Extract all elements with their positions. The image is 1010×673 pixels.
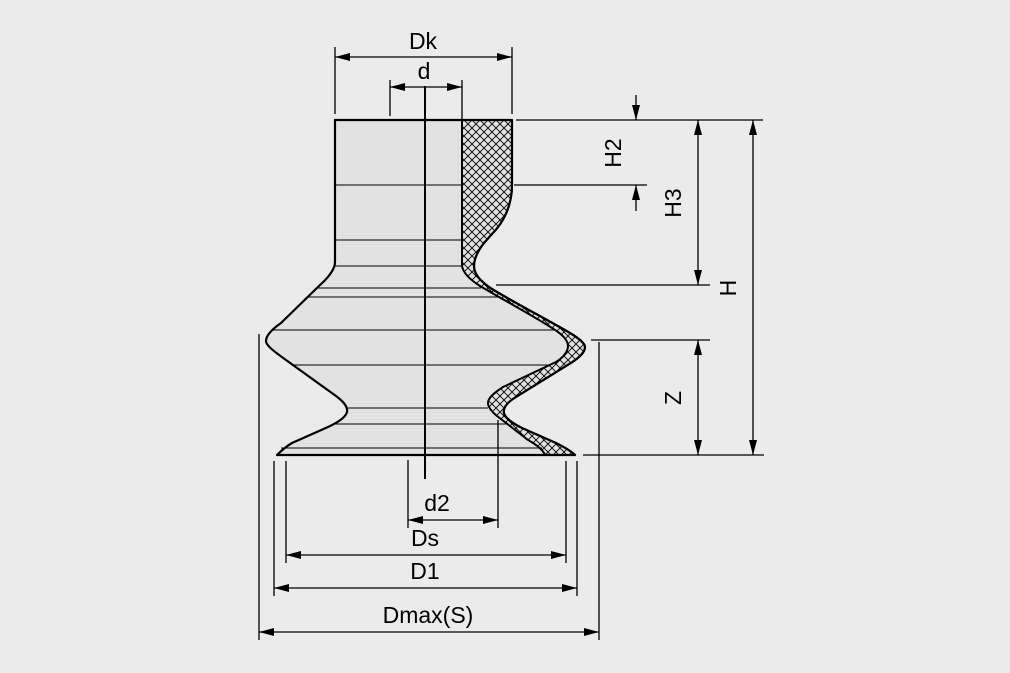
dimension-d: d <box>389 58 463 268</box>
arrowhead <box>259 628 274 636</box>
dimension-h2: H2 <box>514 95 763 211</box>
ds-label: Ds <box>411 525 439 551</box>
arrowhead <box>694 440 702 455</box>
fold-lines <box>272 184 554 449</box>
dimension-h: H <box>583 120 764 456</box>
dimension-dmax: Dmax(S) <box>258 334 600 640</box>
h-label: H <box>715 280 741 297</box>
arrowhead <box>562 584 577 592</box>
arrowhead <box>335 53 350 61</box>
arrowhead <box>632 185 640 200</box>
arrowhead <box>551 551 566 559</box>
dk-label: Dk <box>409 28 438 54</box>
arrowhead <box>632 105 640 120</box>
arrowhead <box>483 516 498 524</box>
arrowhead <box>390 83 405 91</box>
arrowhead <box>749 440 757 455</box>
z-label: Z <box>660 391 686 405</box>
h3-label: H3 <box>660 188 686 217</box>
arrowhead <box>286 551 301 559</box>
dimension-z: Z <box>591 339 710 455</box>
d-label: d <box>418 58 431 84</box>
dimension-dk: Dk <box>334 28 513 114</box>
arrowhead <box>497 53 512 61</box>
dimension-d2: d2 <box>407 420 499 528</box>
arrowhead <box>584 628 599 636</box>
arrowhead <box>749 120 757 135</box>
arrowhead <box>274 584 289 592</box>
h2-label: H2 <box>600 138 626 167</box>
d2-label: d2 <box>424 490 450 516</box>
dimension-h3: H3 <box>496 120 710 286</box>
arrowhead <box>408 516 423 524</box>
arrowhead <box>694 340 702 355</box>
dimension-ds: Ds <box>285 461 567 563</box>
arrowhead <box>694 270 702 285</box>
arrowhead <box>694 120 702 135</box>
d1-label: D1 <box>410 558 439 584</box>
section-wall-hatch <box>461 119 586 456</box>
arrowhead <box>447 83 462 91</box>
dimension-d1: D1 <box>273 461 578 596</box>
dmax-label: Dmax(S) <box>383 602 474 628</box>
